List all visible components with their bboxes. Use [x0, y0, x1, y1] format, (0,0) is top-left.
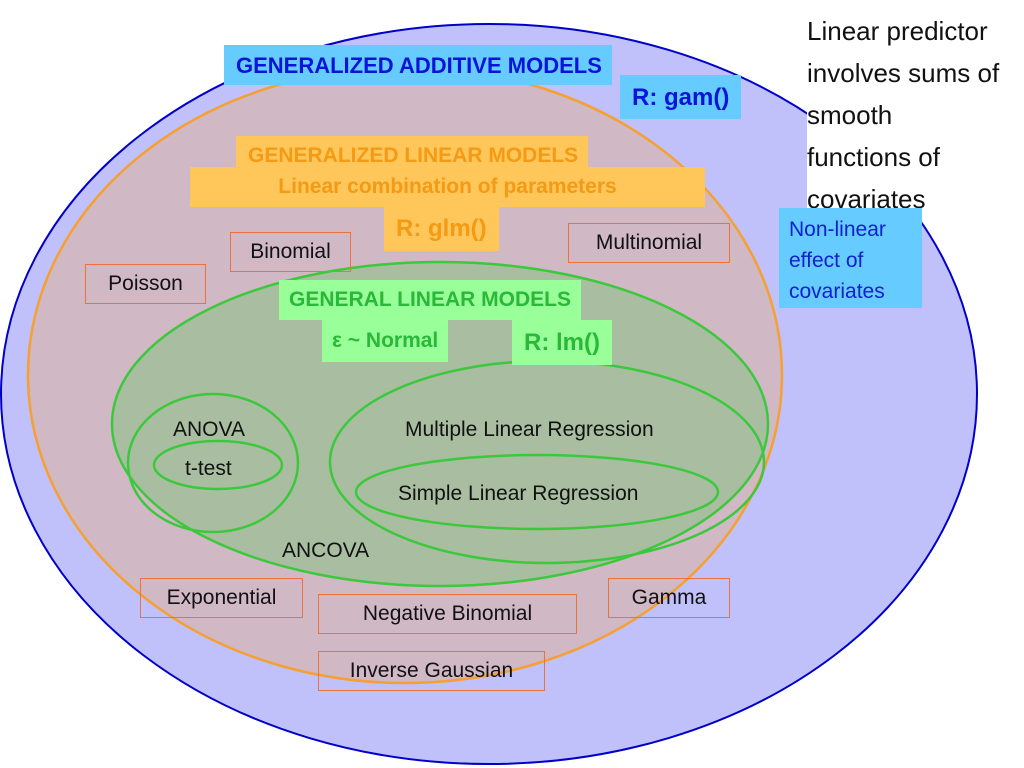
- method-t-test: t-test: [185, 457, 232, 480]
- gam-description: Linear predictor involves sums of smooth…: [807, 10, 1024, 220]
- anova-ellipse: [126, 392, 300, 534]
- gam-title: GENERALIZED ADDITIVE MODELS: [224, 45, 612, 85]
- non-linear-note: Non-linear effect of covariates: [779, 208, 922, 308]
- method-ancova: ANCOVA: [282, 539, 370, 562]
- method-multiple-linear-regression: Multiple Linear Regression: [405, 418, 654, 441]
- distribution-inverse-gaussian: Inverse Gaussian: [318, 651, 545, 691]
- method-simple-linear-regression: Simple Linear Regression: [398, 482, 639, 505]
- t-test-ellipse: [152, 439, 284, 491]
- gam-description-line: Linear predictor: [807, 16, 988, 46]
- glm-subtitle: Linear combination of parameters: [190, 167, 705, 207]
- gam-r-function: R: gam(): [620, 75, 742, 119]
- distribution-poisson: Poisson: [85, 264, 206, 304]
- gam-description-line: functions of: [807, 142, 940, 172]
- glm-r-function: R: glm(): [384, 207, 499, 251]
- gam-description-line: involves sums of: [807, 58, 1000, 88]
- non-linear-note-line: Non-linear: [789, 218, 886, 241]
- gam-description-line: smooth: [807, 100, 893, 130]
- lm-title: GENERAL LINEAR MODELS: [279, 280, 581, 320]
- distribution-exponential: Exponential: [140, 578, 303, 618]
- distribution-negative-binomial: Negative Binomial: [318, 594, 577, 634]
- non-linear-note-line: effect of: [789, 249, 864, 272]
- lm-error-assumption: ε ~ Normal: [322, 320, 449, 362]
- non-linear-note-line: covariates: [789, 280, 885, 303]
- slr-ellipse: [354, 453, 720, 531]
- method-anova: ANOVA: [173, 418, 245, 441]
- distribution-binomial: Binomial: [230, 232, 351, 272]
- lm-r-function: R: lm(): [512, 320, 612, 365]
- distribution-multinomial: Multinomial: [568, 223, 730, 263]
- distribution-gamma: Gamma: [608, 578, 730, 618]
